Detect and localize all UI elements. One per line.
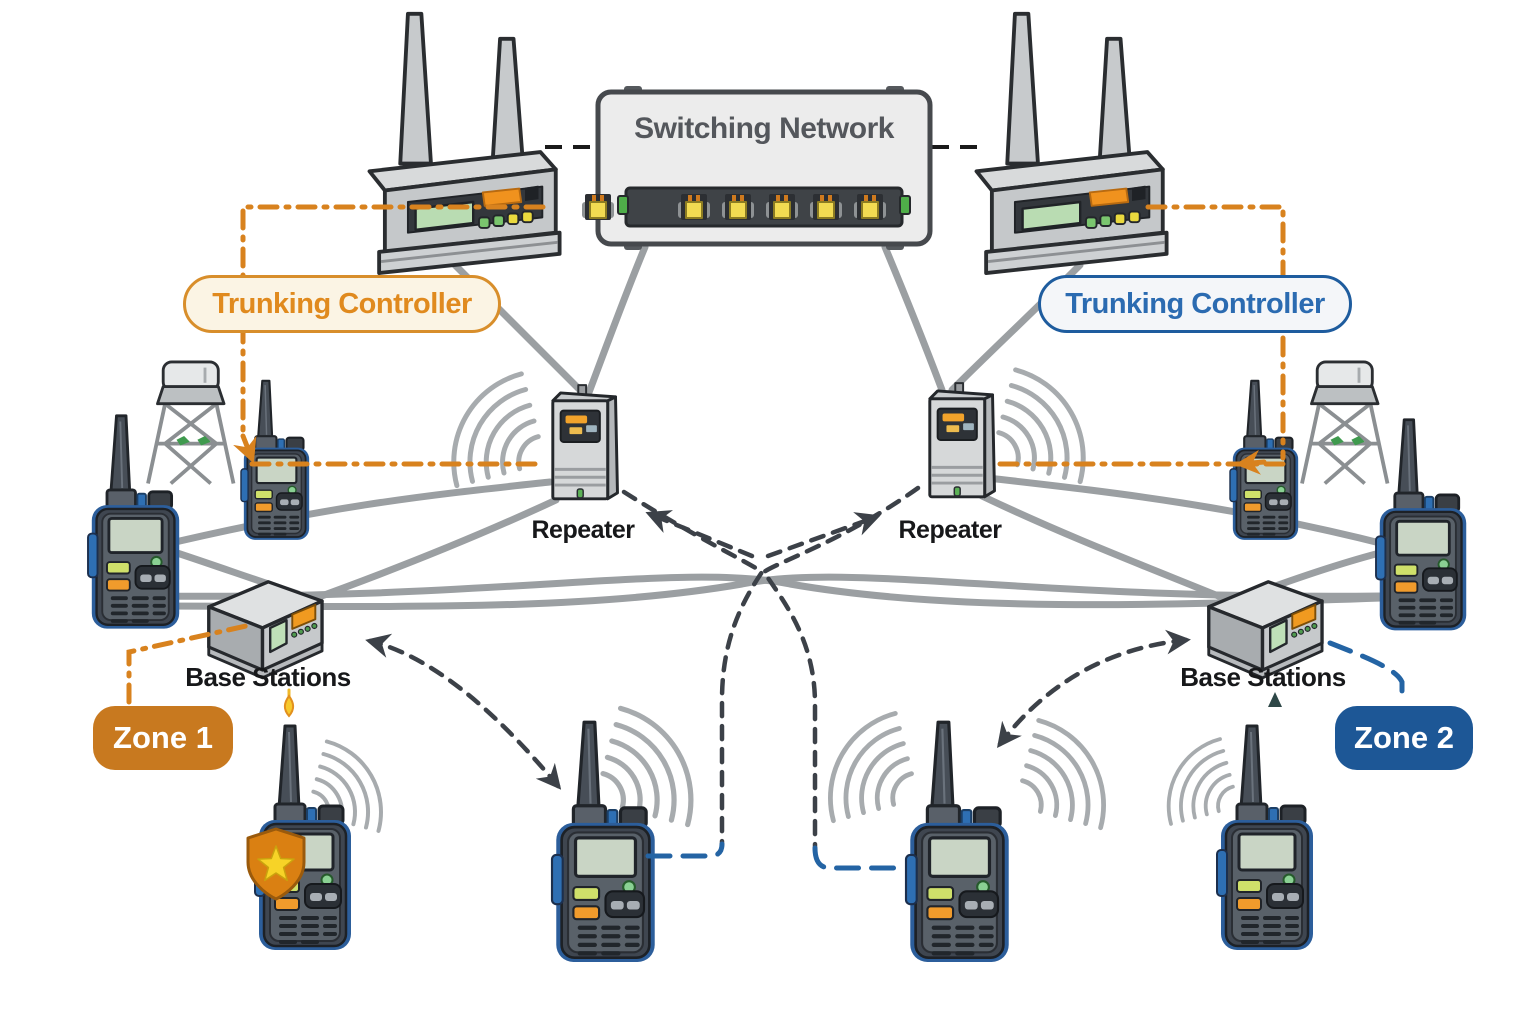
zone2-links bbox=[645, 640, 1405, 871]
devices bbox=[86, 11, 1468, 964]
antenna-spark-icon bbox=[283, 688, 295, 718]
waves-radio-bottom-right-l bbox=[830, 713, 911, 820]
radio-waves bbox=[311, 370, 1235, 833]
handheld-radio-large-right-icon bbox=[1374, 418, 1468, 632]
wired-links bbox=[144, 243, 1404, 611]
repeater-left-icon bbox=[551, 383, 619, 501]
repeater-right-icon bbox=[928, 381, 996, 499]
zone1-control-links bbox=[126, 204, 1286, 705]
waves-radio-bottom-right-r bbox=[1022, 720, 1103, 827]
base-stations-label-left: Base Stations bbox=[185, 661, 351, 692]
control-channel-links bbox=[365, 485, 1191, 853]
trunking-controller-label-left: Trunking Controller bbox=[183, 275, 501, 333]
trunking-controller-unit-left-icon bbox=[367, 11, 562, 275]
trunking-controller-label-right: Trunking Controller bbox=[1038, 275, 1352, 333]
handheld-radio-bottom-right-icon bbox=[1215, 724, 1315, 952]
switching-network-title: Switching Network bbox=[634, 112, 894, 145]
antenna-tower-left-icon bbox=[146, 359, 236, 486]
handheld-radio-small-left-icon bbox=[239, 379, 311, 541]
handheld-radio-large-left-icon bbox=[86, 414, 181, 631]
base-stations-label-right: Base Stations bbox=[1180, 661, 1346, 692]
zone-2-badge: Zone 2 bbox=[1335, 706, 1473, 770]
zone-1-badge: Zone 1 bbox=[93, 706, 233, 770]
waves-radio-far-right bbox=[1166, 737, 1235, 826]
waves-repeater-left bbox=[454, 374, 538, 486]
repeater-label-right: Repeater bbox=[898, 515, 1003, 544]
handheld-radio-bottom-center-right-icon bbox=[904, 720, 1011, 964]
antenna-tower-right-icon bbox=[1300, 359, 1390, 486]
base-stations-right-pointer-icon bbox=[1268, 692, 1282, 707]
repeater-label-left: Repeater bbox=[531, 515, 636, 544]
trunking-controller-unit-right-icon bbox=[974, 11, 1169, 275]
waves-radio-bottom-left bbox=[603, 708, 691, 824]
